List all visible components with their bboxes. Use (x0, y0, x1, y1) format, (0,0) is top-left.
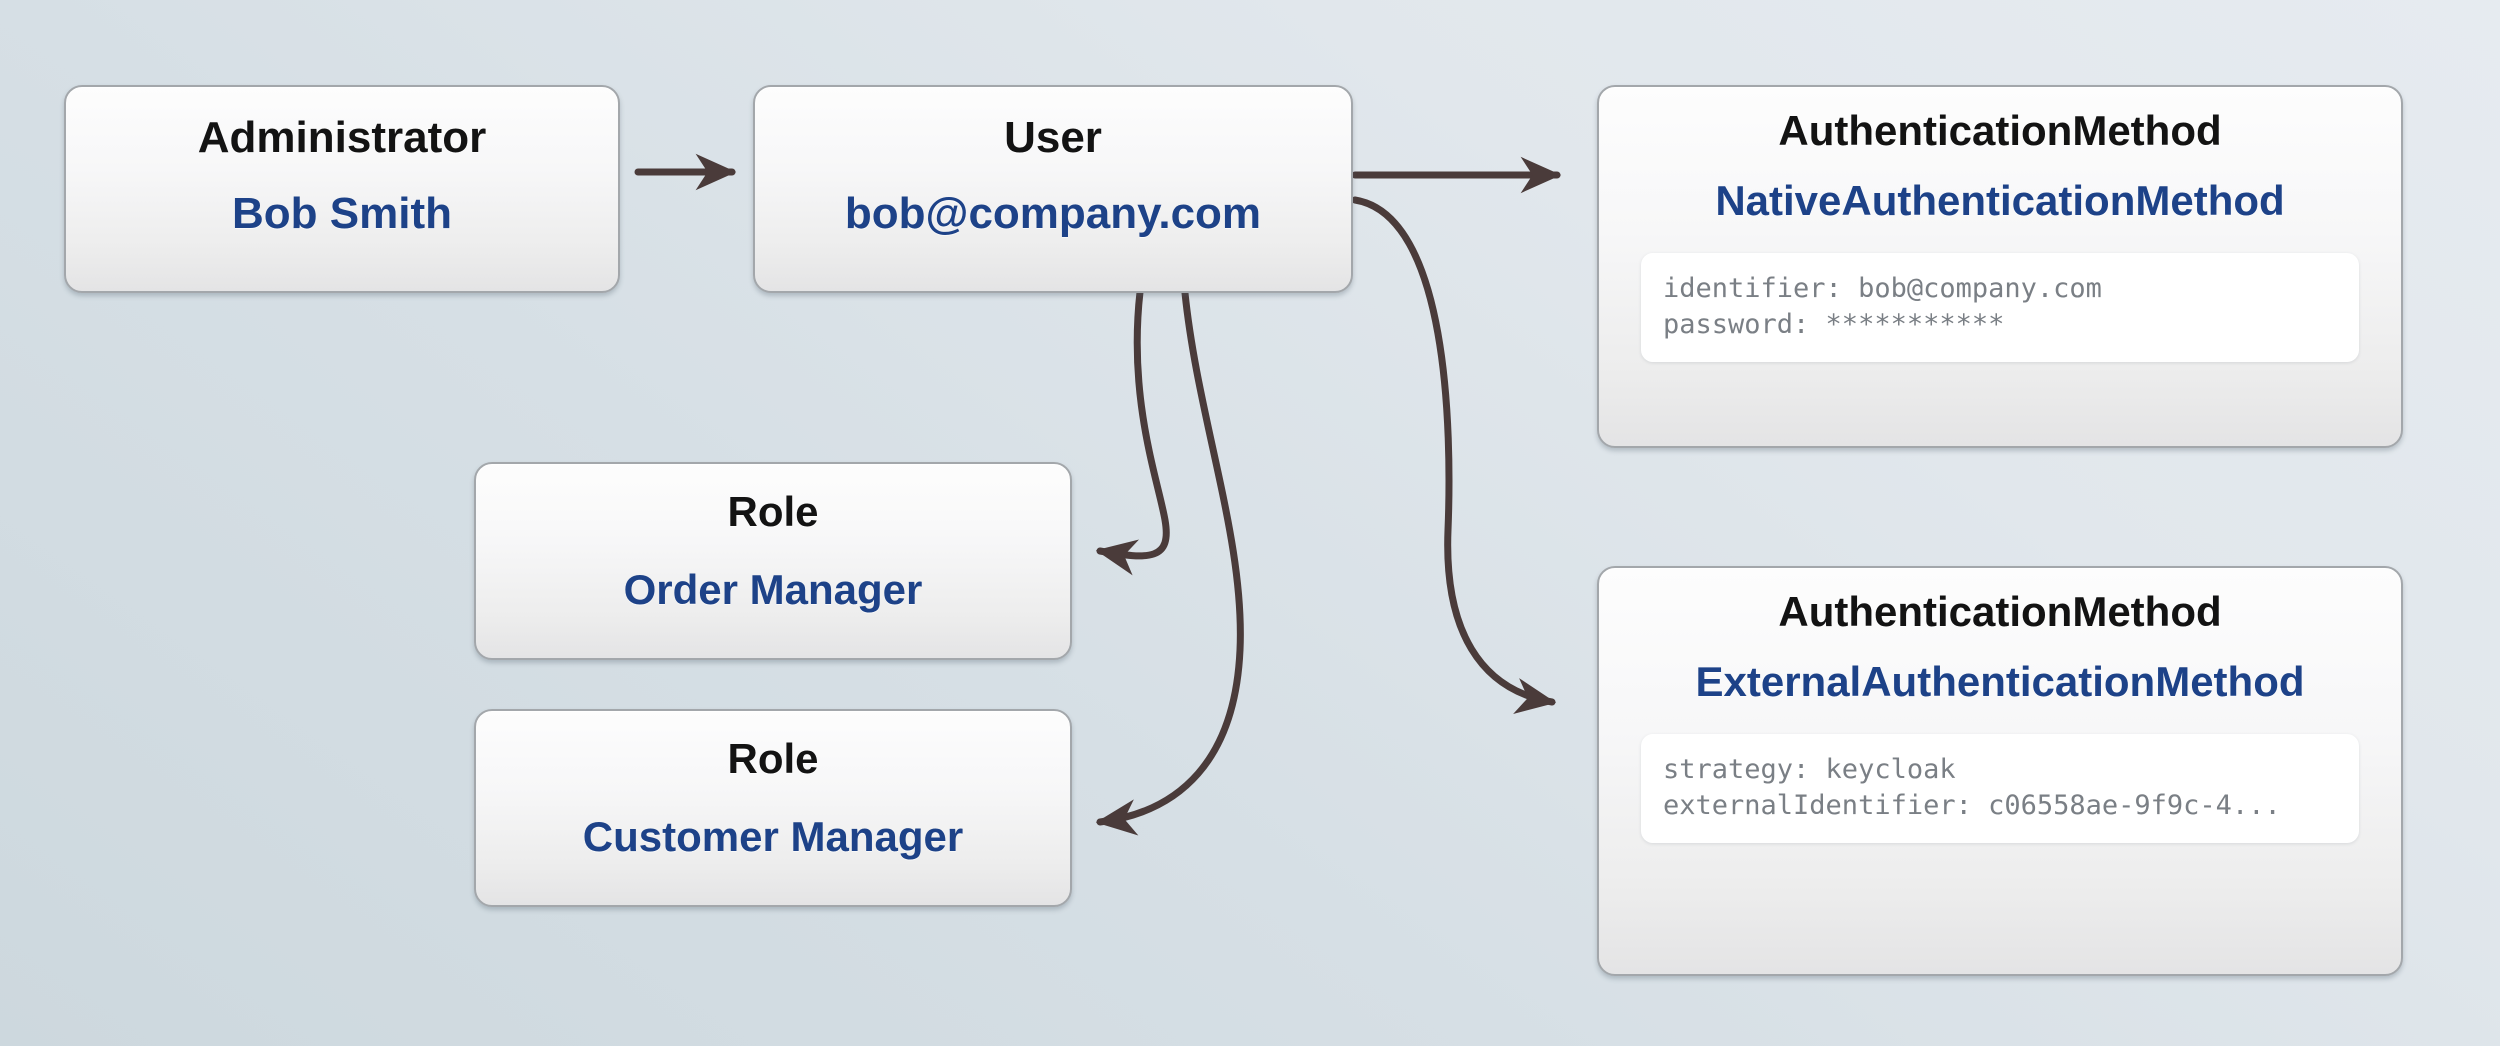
node-native-authentication-method-type: AuthenticationMethod (1778, 107, 2222, 154)
node-role-order-manager-name: Order Manager (623, 566, 923, 614)
node-administrator-name: Bob Smith (232, 189, 452, 239)
external-authentication-method-properties: strategy: keycloak externalIdentifier: c… (1641, 734, 2359, 844)
native-authentication-method-properties: identifier: bob@company.com password: **… (1641, 253, 2359, 363)
node-external-authentication-method-name: ExternalAuthenticationMethod (1695, 658, 2305, 706)
node-native-authentication-method-name: NativeAuthenticationMethod (1715, 177, 2285, 225)
node-role-customer-manager-name: Customer Manager (582, 813, 964, 861)
node-user[interactable]: User bob@company.com (753, 85, 1353, 293)
property-password: password: *********** (1663, 308, 2005, 340)
node-user-type: User (1004, 113, 1102, 162)
node-user-name: bob@company.com (844, 189, 1262, 239)
node-native-authentication-method[interactable]: AuthenticationMethod NativeAuthenticatio… (1597, 85, 2403, 448)
node-external-authentication-method[interactable]: AuthenticationMethod ExternalAuthenticat… (1597, 566, 2403, 976)
node-role-order-manager[interactable]: Role Order Manager (474, 462, 1072, 660)
edge-user-role-order (1095, 288, 1170, 576)
node-administrator[interactable]: Administrator Bob Smith (64, 85, 620, 293)
edge-user-role-customer (1095, 289, 1244, 836)
property-external-identifier: externalIdentifier: c06558ae-9f9c-4... (1663, 789, 2281, 821)
property-strategy: strategy: keycloak (1663, 754, 1956, 786)
node-role-order-manager-type: Role (727, 488, 819, 535)
node-role-customer-manager-type: Role (727, 735, 819, 782)
node-external-authentication-method-type: AuthenticationMethod (1778, 588, 2222, 635)
node-role-customer-manager[interactable]: Role Customer Manager (474, 709, 1072, 907)
node-administrator-type: Administrator (197, 113, 487, 162)
edge-user-auth-external (1351, 196, 1557, 714)
property-identifier: identifier: bob@company.com (1663, 273, 2102, 305)
